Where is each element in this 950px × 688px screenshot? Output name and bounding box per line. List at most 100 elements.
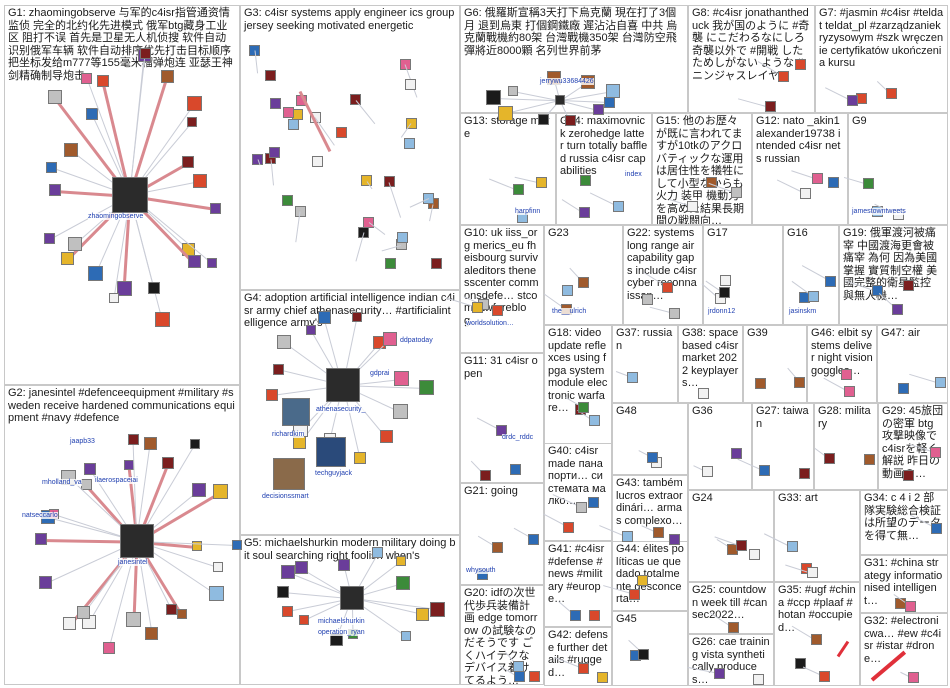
account-avatar-icon[interactable] xyxy=(871,285,883,297)
account-avatar-icon[interactable] xyxy=(864,453,876,465)
account-avatar-icon[interactable] xyxy=(143,437,157,451)
account-avatar-icon[interactable] xyxy=(898,382,910,394)
account-avatar-icon[interactable] xyxy=(824,453,836,465)
account-avatar-icon[interactable] xyxy=(799,187,811,199)
account-avatar-icon[interactable] xyxy=(335,126,347,138)
account-avatar-icon[interactable] xyxy=(847,95,859,107)
account-avatar-icon[interactable] xyxy=(495,424,507,436)
account-avatar-icon[interactable] xyxy=(641,293,653,305)
account-avatar-icon[interactable] xyxy=(891,303,903,315)
account-avatar-icon[interactable] xyxy=(423,192,435,204)
account-avatar-icon[interactable] xyxy=(281,194,293,206)
account-avatar-icon[interactable] xyxy=(277,335,292,350)
account-avatar-icon[interactable] xyxy=(578,277,590,289)
account-avatar-icon[interactable] xyxy=(588,609,600,621)
account-avatar-icon[interactable] xyxy=(612,200,624,212)
account-avatar-icon[interactable] xyxy=(85,107,98,120)
account-avatar-icon[interactable] xyxy=(127,434,139,446)
account-avatar-icon[interactable] xyxy=(606,83,621,98)
account-avatar-icon[interactable] xyxy=(160,69,174,83)
account-avatar-icon[interactable] xyxy=(749,549,761,561)
account-avatar-icon[interactable] xyxy=(653,527,665,539)
account-avatar-icon[interactable] xyxy=(280,565,295,580)
account-avatar-icon[interactable] xyxy=(905,600,917,612)
account-avatar-icon[interactable] xyxy=(669,534,681,546)
account-avatar-icon[interactable] xyxy=(34,533,47,546)
account-avatar-icon[interactable] xyxy=(393,404,409,420)
account-avatar-icon[interactable] xyxy=(182,155,195,168)
account-avatar-icon[interactable] xyxy=(528,671,540,683)
account-avatar-icon[interactable] xyxy=(123,459,134,470)
account-avatar-icon[interactable] xyxy=(294,205,306,217)
account-avatar-icon[interactable] xyxy=(306,324,317,335)
account-avatar-icon[interactable] xyxy=(187,255,201,269)
account-avatar-icon[interactable] xyxy=(731,447,743,459)
account-avatar-icon[interactable] xyxy=(629,588,641,600)
account-avatar-icon[interactable] xyxy=(60,252,74,266)
account-avatar-icon[interactable] xyxy=(728,622,740,634)
account-avatar-icon[interactable] xyxy=(840,368,852,380)
account-avatar-icon[interactable] xyxy=(385,257,397,269)
account-avatar-icon[interactable] xyxy=(63,617,77,631)
account-avatar-icon[interactable] xyxy=(187,116,198,127)
account-avatar-icon[interactable] xyxy=(697,387,709,399)
account-avatar-icon[interactable] xyxy=(352,311,363,322)
account-avatar-icon[interactable] xyxy=(192,174,207,189)
michaelshurkin-avatar-icon[interactable] xyxy=(340,586,364,610)
account-avatar-icon[interactable] xyxy=(252,153,264,165)
account-avatar-icon[interactable] xyxy=(662,281,674,293)
account-avatar-icon[interactable] xyxy=(929,446,941,458)
account-avatar-icon[interactable] xyxy=(126,611,142,627)
account-avatar-icon[interactable] xyxy=(794,376,806,388)
account-avatar-icon[interactable] xyxy=(404,78,416,90)
account-avatar-icon[interactable] xyxy=(603,96,615,108)
account-avatar-icon[interactable] xyxy=(394,371,410,387)
account-avatar-icon[interactable] xyxy=(508,85,519,96)
account-avatar-icon[interactable] xyxy=(403,138,415,150)
account-avatar-icon[interactable] xyxy=(96,74,109,87)
account-avatar-icon[interactable] xyxy=(317,311,331,325)
account-avatar-icon[interactable] xyxy=(64,142,79,157)
account-avatar-icon[interactable] xyxy=(431,257,442,269)
account-avatar-icon[interactable] xyxy=(298,615,309,626)
account-avatar-icon[interactable] xyxy=(764,101,776,113)
account-avatar-icon[interactable] xyxy=(88,265,104,281)
account-avatar-icon[interactable] xyxy=(844,386,856,398)
account-avatar-icon[interactable] xyxy=(646,451,658,463)
account-avatar-icon[interactable] xyxy=(934,377,946,388)
account-avatar-icon[interactable] xyxy=(561,284,573,296)
account-avatar-icon[interactable] xyxy=(265,388,278,401)
account-avatar-icon[interactable] xyxy=(272,363,284,375)
account-avatar-icon[interactable] xyxy=(81,479,93,491)
account-avatar-icon[interactable] xyxy=(471,301,483,313)
account-avatar-icon[interactable] xyxy=(577,662,589,674)
account-avatar-icon[interactable] xyxy=(430,601,446,617)
account-avatar-icon[interactable] xyxy=(67,236,82,251)
account-avatar-icon[interactable] xyxy=(116,281,132,297)
account-avatar-icon[interactable] xyxy=(636,574,648,586)
account-avatar-icon[interactable] xyxy=(626,371,638,383)
account-avatar-icon[interactable] xyxy=(145,626,159,640)
account-avatar-icon[interactable] xyxy=(189,438,200,449)
account-avatar-icon[interactable] xyxy=(269,147,281,159)
account-avatar-icon[interactable] xyxy=(592,104,604,116)
account-avatar-icon[interactable] xyxy=(713,667,725,679)
account-avatar-icon[interactable] xyxy=(166,604,178,616)
account-avatar-icon[interactable] xyxy=(491,541,503,553)
account-avatar-icon[interactable] xyxy=(294,561,308,575)
richardkim-avatar-icon[interactable] xyxy=(282,398,310,426)
account-avatar-icon[interactable] xyxy=(622,531,634,543)
account-avatar-icon[interactable] xyxy=(902,280,914,292)
account-avatar-icon[interactable] xyxy=(148,281,161,294)
account-avatar-icon[interactable] xyxy=(668,307,680,319)
account-avatar-icon[interactable] xyxy=(396,576,411,591)
techguyjack-avatar-icon[interactable] xyxy=(316,437,346,467)
account-avatar-icon[interactable] xyxy=(563,521,575,533)
account-avatar-icon[interactable] xyxy=(564,115,576,127)
account-avatar-icon[interactable] xyxy=(400,630,411,641)
account-avatar-icon[interactable] xyxy=(498,105,514,121)
account-avatar-icon[interactable] xyxy=(638,648,650,660)
account-avatar-icon[interactable] xyxy=(753,673,765,685)
account-avatar-icon[interactable] xyxy=(731,187,743,199)
account-avatar-icon[interactable] xyxy=(509,464,521,476)
